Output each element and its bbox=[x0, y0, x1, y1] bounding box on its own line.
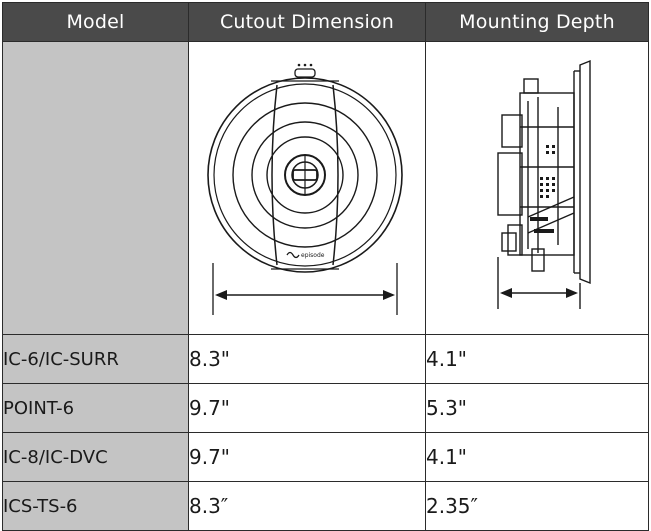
cutout-cell: 9.7" bbox=[188, 432, 426, 482]
table-row: ICS-TS-6 8.3″ 2.35″ bbox=[2, 481, 649, 531]
model-cell: ICS-TS-6 bbox=[2, 481, 189, 531]
depth-cell: 2.35″ bbox=[425, 481, 649, 531]
speaker-side-view-drawing bbox=[497, 59, 591, 309]
model-cell: IC-8/IC-DVC bbox=[2, 432, 189, 482]
depth-drawing-cell bbox=[425, 41, 649, 335]
speaker-front-view-drawing: episode bbox=[207, 63, 403, 315]
header-row: Model Cutout Dimension Mounting Depth bbox=[2, 2, 649, 42]
table-row: IC-8/IC-DVC 9.7" 4.1" bbox=[2, 432, 649, 482]
cutout-cell: 8.3" bbox=[188, 334, 426, 384]
model-cell: POINT-6 bbox=[2, 383, 189, 433]
cutout-drawing-cell: episode bbox=[188, 41, 426, 335]
speaker-logo: episode bbox=[301, 252, 325, 259]
model-blank-cell bbox=[2, 41, 189, 335]
header-cutout-dimension: Cutout Dimension bbox=[188, 2, 426, 42]
table-row: POINT-6 9.7" 5.3" bbox=[2, 383, 649, 433]
cutout-cell: 8.3″ bbox=[188, 481, 426, 531]
header-mounting-depth: Mounting Depth bbox=[425, 2, 649, 42]
drawing-row: episode bbox=[2, 41, 649, 335]
table-row: IC-6/IC-SURR 8.3" 4.1" bbox=[2, 334, 649, 384]
model-cell: IC-6/IC-SURR bbox=[2, 334, 189, 384]
cutout-cell: 9.7" bbox=[188, 383, 426, 433]
depth-cell: 4.1" bbox=[425, 432, 649, 482]
header-model: Model bbox=[2, 2, 189, 42]
depth-cell: 4.1" bbox=[425, 334, 649, 384]
depth-cell: 5.3" bbox=[425, 383, 649, 433]
